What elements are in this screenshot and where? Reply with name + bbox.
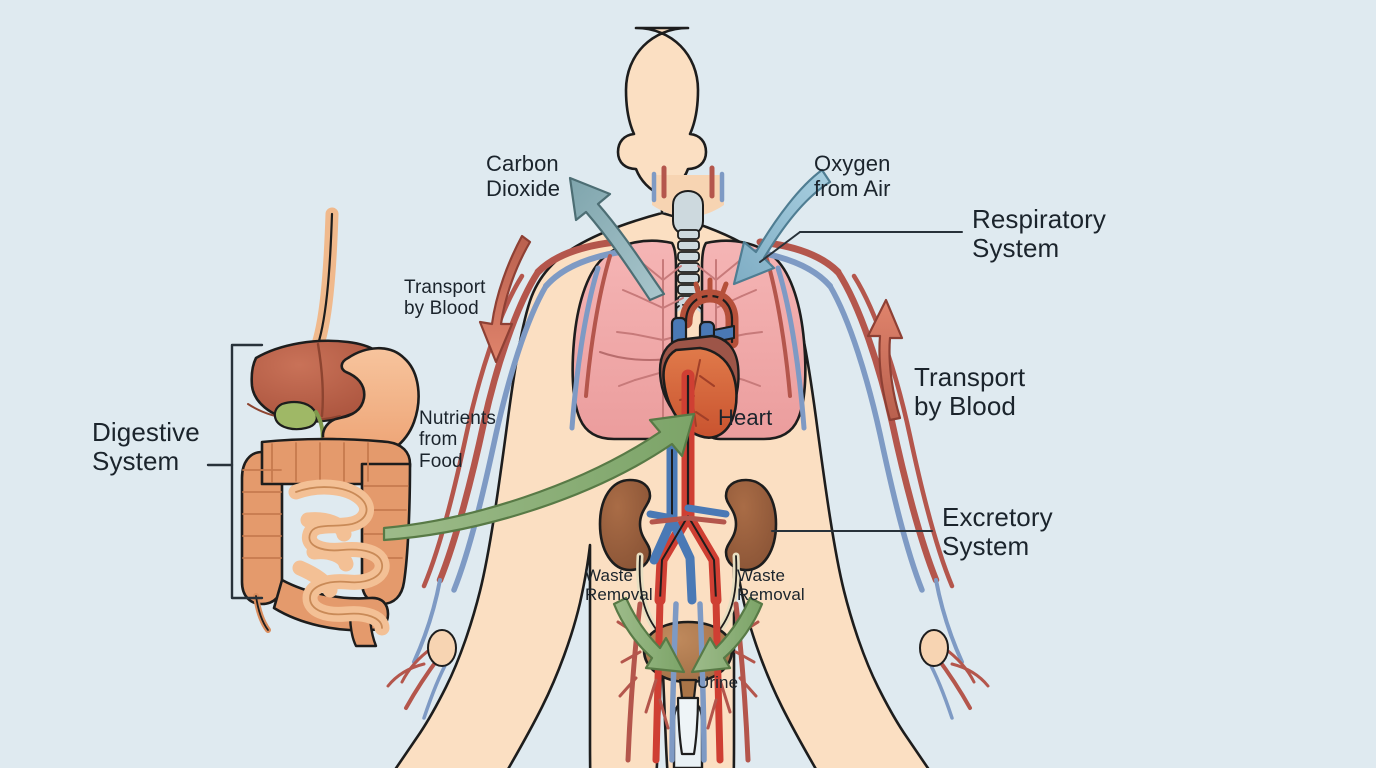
carbon-dioxide-arrow [568,176,666,302]
transport-down-arrow [478,234,532,364]
system-label-excretory: Excretory System [942,502,1053,562]
renal-vessels [646,504,730,525]
waste-right-arrow [690,596,764,674]
transport-up-arrow [866,298,904,422]
right-kidney [724,478,778,572]
process-label-heart: Heart [718,405,773,430]
process-label-urine: Urine [697,673,739,692]
system-label-digestive: Digestive System [92,417,200,477]
process-label-waste-removal-right: Waste Removal [737,566,805,605]
left-kidney [598,478,652,572]
small-intestine-outline [295,486,383,629]
pelvic-vessels [649,510,722,606]
process-label-carbon-dioxide: Carbon Dioxide [486,151,561,201]
process-label-waste-removal-left: Waste Removal [585,566,653,605]
process-label-oxygen-from-air: Oxygen from Air [814,151,891,201]
process-label-nutrients-food: Nutrients from Food [419,408,496,472]
nutrients-arrow [382,412,696,542]
oxygen-arrow [732,168,832,286]
waste-left-arrow [612,596,686,674]
process-label-transport-left: Transport by Blood [404,277,486,320]
digestive-bracket [206,343,264,600]
ureters [636,552,740,638]
process-label-transport-right: Transport by Blood [914,362,1026,422]
system-label-respiratory: Respiratory System [972,204,1107,264]
respiratory-leader-line [759,231,963,263]
